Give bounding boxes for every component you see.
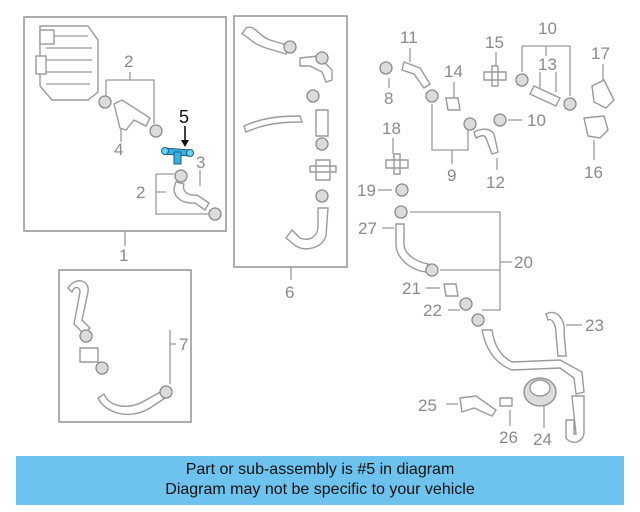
highlighted-part-5 [161, 147, 194, 165]
clip-26-part [499, 397, 513, 407]
callout-12: 12 [486, 173, 505, 192]
clamp-19-part [395, 183, 409, 197]
hose-12-part [473, 128, 499, 155]
callout-24: 24 [533, 430, 552, 449]
callout-27: 27 [358, 219, 377, 238]
info-banner: Part or sub-assembly is #5 in diagram Di… [16, 456, 624, 505]
callout-10-second: 10 [527, 111, 546, 130]
callout-8: 8 [384, 89, 393, 108]
banner-line-1: Part or sub-assembly is #5 in diagram [185, 461, 455, 478]
callout-2-second: 2 [136, 183, 145, 202]
clamp-7c [159, 385, 173, 399]
hose-3-part [173, 181, 210, 212]
callout-19: 19 [357, 181, 376, 200]
parts-diagram: 1 2 2 3 4 5 6 7 8 9 10 10 11 12 13 14 15… [23, 15, 615, 449]
clamp-6b [315, 51, 329, 65]
callout-18: 18 [382, 119, 401, 138]
callout-16: 16 [584, 163, 603, 182]
clamp-6a [283, 40, 297, 54]
connector-15-part [483, 65, 507, 87]
connector-14-part [445, 97, 461, 111]
clamp-8-part [379, 61, 393, 75]
pipe-assembly-part [481, 329, 585, 395]
hose-6-mid-part [315, 109, 329, 137]
leader-10-13 [521, 45, 571, 96]
bracket-25-part [459, 395, 497, 417]
clamp-13b [563, 97, 577, 111]
leader-7 [169, 330, 176, 384]
clamp-22-part [459, 297, 473, 311]
callout-7: 7 [179, 335, 188, 354]
hose-7-bottom-part [97, 389, 169, 415]
clamp-9b [463, 117, 477, 131]
callout-21: 21 [402, 279, 421, 298]
callout-6: 6 [285, 283, 294, 302]
hose-27-part [395, 223, 429, 273]
hose-6-bottom-part [285, 207, 329, 250]
reservoir-part [35, 25, 99, 101]
clamp-20a [425, 263, 439, 277]
callout-11: 11 [400, 28, 418, 47]
callout-14: 14 [444, 62, 463, 81]
callout-25: 25 [418, 396, 437, 415]
hose-13-part [529, 85, 561, 107]
callout-20: 20 [514, 253, 533, 272]
clamp-7b [95, 361, 109, 375]
callout-1: 1 [119, 246, 128, 265]
callout-15: 15 [485, 33, 504, 52]
leader-20 [410, 211, 512, 311]
callout-2: 2 [124, 52, 133, 71]
clamp-part-1 [98, 95, 222, 221]
leader-5-arrow [181, 140, 189, 147]
connector-18-part [385, 153, 409, 175]
callout-22: 22 [423, 301, 442, 320]
callout-5: 5 [179, 107, 189, 127]
callout-17: 17 [591, 44, 610, 63]
hose-11-part [401, 61, 431, 89]
hose-4-part [113, 99, 151, 131]
canister-24-part [523, 377, 557, 407]
callout-9: 9 [447, 166, 456, 185]
group-box-7 [58, 269, 192, 423]
callout-26: 26 [499, 428, 518, 447]
leader-2b [155, 173, 209, 215]
callout-23: 23 [585, 316, 604, 335]
leader-2 [105, 72, 155, 124]
clamp-6e [315, 189, 329, 203]
callout-4: 4 [114, 140, 123, 159]
pipe-6-part [243, 115, 303, 133]
hose-23-part [545, 311, 567, 357]
valve-16-part [583, 115, 609, 139]
clamp-6d [315, 137, 329, 151]
clamp-6c [306, 89, 320, 103]
clamp-7a [79, 329, 93, 343]
clamp-20b [471, 313, 485, 327]
hose-lower-part [565, 395, 585, 443]
banner-line-2: Diagram may not be specific to your vehi… [165, 481, 475, 498]
connector-21-part [443, 283, 459, 297]
group-box-6 [233, 15, 348, 268]
tee-7-part [79, 347, 99, 363]
callout-3: 3 [196, 153, 205, 172]
clamp-9a [425, 89, 439, 103]
callout-10: 10 [538, 19, 557, 38]
clamp-13a [515, 73, 529, 87]
hose-6-top-part [240, 26, 291, 55]
callout-13: 13 [538, 55, 557, 74]
bracket-17-part [591, 79, 615, 109]
clamp-10-part [493, 113, 507, 127]
tee-6-part [309, 159, 337, 181]
hose-7-top-part [67, 280, 91, 335]
clamp-27-part [394, 205, 408, 219]
leader-9 [431, 104, 469, 164]
